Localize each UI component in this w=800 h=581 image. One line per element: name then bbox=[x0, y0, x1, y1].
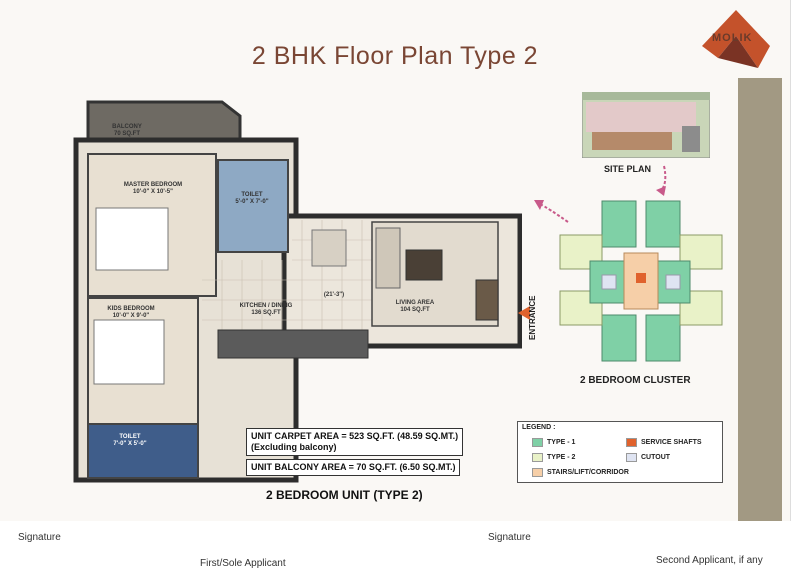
second-applicant-label: Second Applicant, if any bbox=[656, 555, 763, 566]
legend-swatch bbox=[532, 438, 543, 447]
page-title: 2 BHK Floor Plan Type 2 bbox=[251, 42, 539, 70]
legend-item: TYPE - 2 bbox=[532, 453, 575, 462]
first-applicant-label: First/Sole Applicant bbox=[200, 558, 286, 569]
carpet-area-box: UNIT CARPET AREA = 523 SQ.FT. (48.59 SQ.… bbox=[246, 428, 464, 456]
living-area-label: LIVING AREA 104 SQ.FT bbox=[395, 300, 435, 313]
arrow-icon bbox=[534, 165, 667, 223]
balcony-area-text: UNIT BALCONY AREA = 70 SQ.FT. (6.50 SQ.M… bbox=[251, 462, 456, 472]
site-plan-thumbnail bbox=[582, 92, 710, 158]
balcony-label: BALCONY 70 SQ.FT bbox=[112, 124, 142, 137]
kitchen-dining-label: KITCHEN / DINING 136 SQ.FT bbox=[239, 303, 293, 316]
balcony-area-box: UNIT BALCONY AREA = 70 SQ.FT. (6.50 SQ.M… bbox=[246, 459, 461, 476]
legend-item: SERVICE SHAFTS bbox=[626, 438, 702, 447]
kids-bedroom-label: KIDS BEDROOM 10'-0" X 9'-0" bbox=[107, 306, 155, 319]
legend-label: SERVICE SHAFTS bbox=[641, 439, 702, 446]
toilet-1-label: TOILET 5'-0" X 7'-0" bbox=[235, 192, 269, 205]
legend-swatch bbox=[532, 468, 543, 477]
legend-label: CUTOUT bbox=[641, 454, 671, 461]
signature-label-right: Signature bbox=[488, 532, 531, 543]
legend-item: TYPE - 1 bbox=[532, 438, 575, 447]
signature-label-left: Signature bbox=[18, 532, 61, 543]
decorative-ribbon bbox=[738, 78, 782, 521]
brand-name: MOLIK bbox=[712, 32, 753, 44]
legend: LEGEND : TYPE - 1 SERVICE SHAFTS TYPE - … bbox=[517, 421, 723, 483]
toilet-2-label: TOILET 7'-0" X 5'-0" bbox=[113, 434, 147, 447]
master-bedroom-label: MASTER BEDROOM 10'-0" X 10'-5" bbox=[123, 182, 183, 195]
legend-label: TYPE - 1 bbox=[547, 439, 576, 446]
legend-label: TYPE - 2 bbox=[547, 454, 576, 461]
floor-plan-sheet: 2 BHK Floor Plan Type 2 MOLIK bbox=[73, 0, 791, 521]
bedroom-cluster-diagram bbox=[559, 200, 723, 362]
carpet-area-note: (Excluding balcony) bbox=[251, 442, 337, 452]
legend-item: STAIRS/LIFT/CORRIDOR bbox=[532, 468, 629, 477]
legend-title: LEGEND : bbox=[522, 424, 556, 431]
site-plan-label: SITE PLAN bbox=[604, 164, 652, 174]
carpet-area-text: UNIT CARPET AREA = 523 SQ.FT. (48.59 SQ.… bbox=[251, 431, 459, 441]
legend-swatch bbox=[626, 438, 637, 447]
cluster-label: 2 BEDROOM CLUSTER bbox=[580, 375, 691, 386]
legend-swatch bbox=[626, 453, 637, 462]
entrance-arrow-icon bbox=[518, 306, 530, 320]
legend-label: STAIRS/LIFT/CORRIDOR bbox=[547, 469, 629, 476]
legend-item: CUTOUT bbox=[626, 453, 670, 462]
unit-caption: 2 BEDROOM UNIT (TYPE 2) bbox=[266, 488, 423, 502]
dimension-label: (21'-3") bbox=[323, 292, 345, 298]
entrance-label: ENTRANCE bbox=[528, 295, 537, 340]
molik-logo-icon bbox=[702, 10, 770, 68]
legend-swatch bbox=[532, 453, 543, 462]
